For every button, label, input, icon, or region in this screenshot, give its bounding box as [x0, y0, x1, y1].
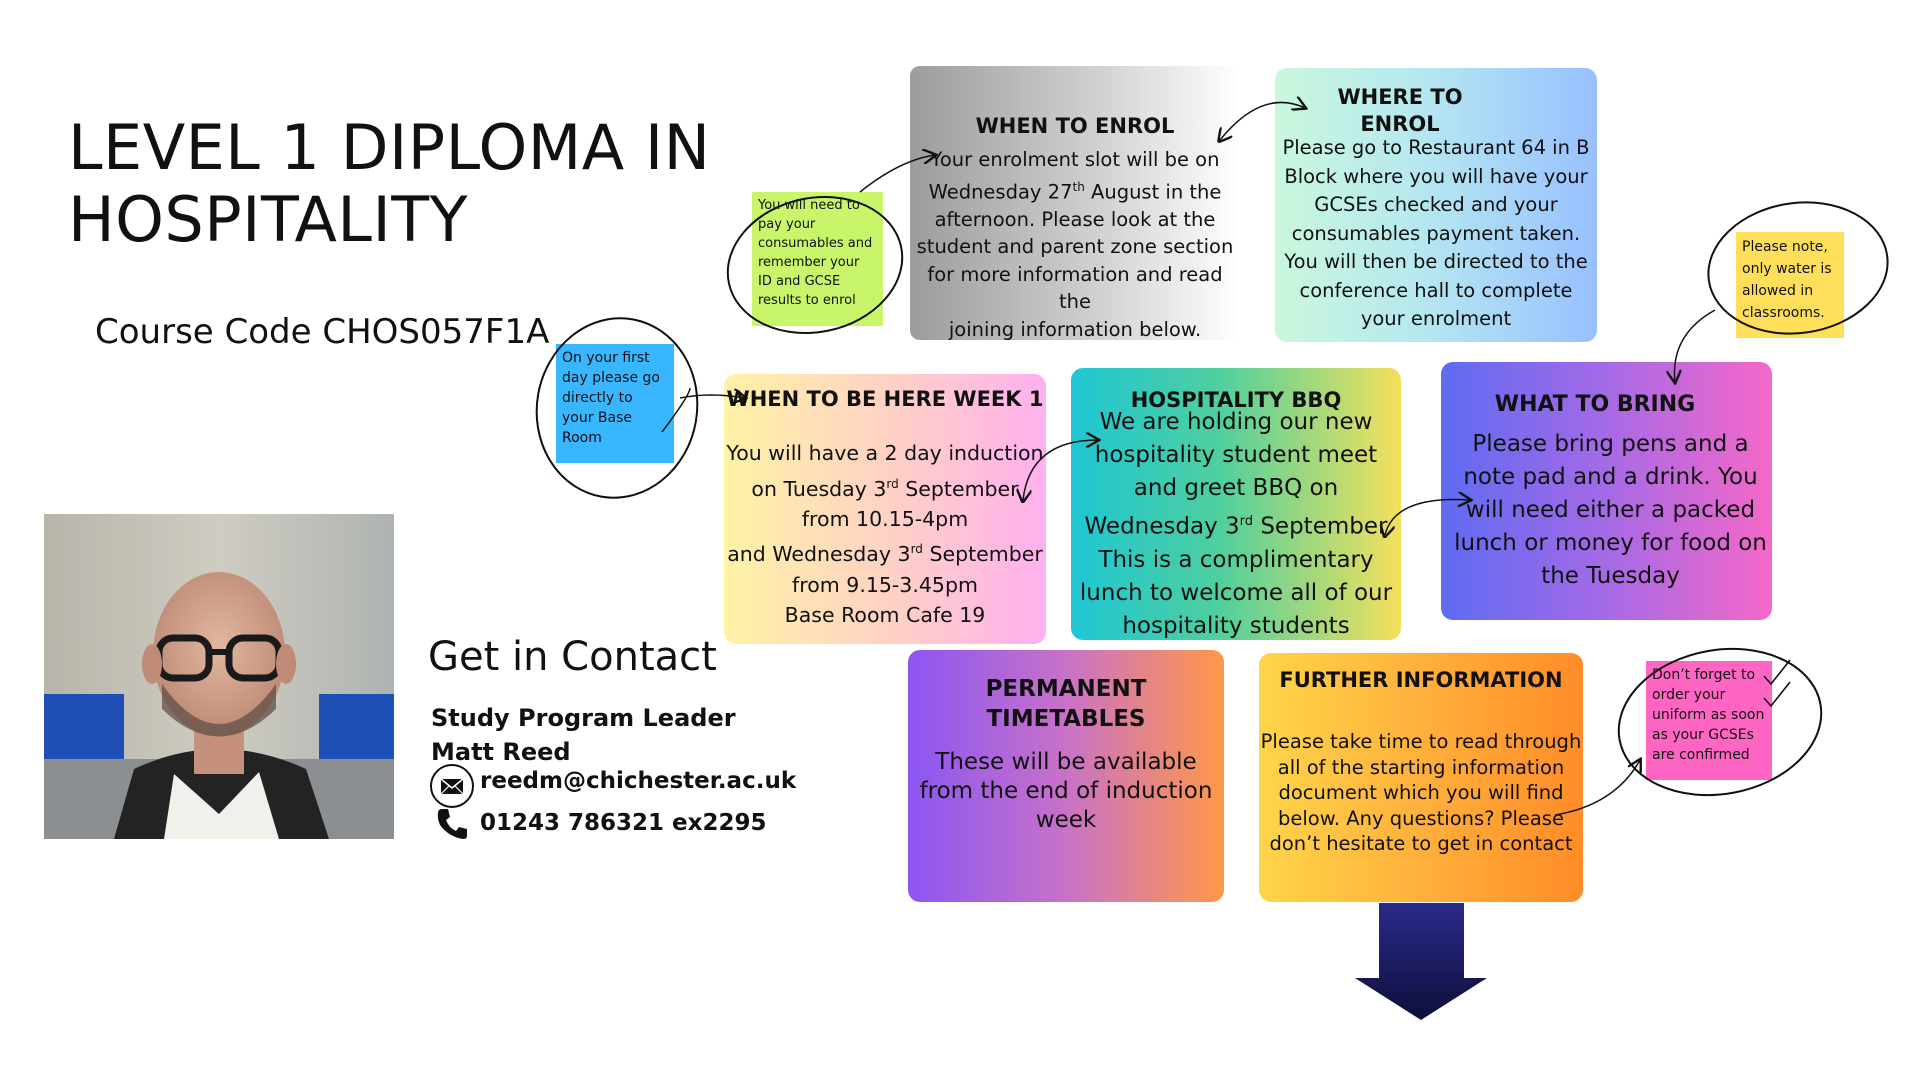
leader-photo [44, 514, 394, 839]
superscript: rd [1239, 514, 1254, 529]
body-line: You will have a 2 day induction [726, 441, 1044, 465]
sticky-note-uniform: Don’t forget to order your uniform as so… [1646, 661, 1772, 780]
body-line: student and parent zone section [916, 235, 1234, 258]
sticky-note-base-room: On your first day please go directly to … [556, 344, 674, 463]
card-title: WHAT TO BRING [1494, 392, 1696, 417]
card-body: These will be available from the end of … [919, 749, 1213, 833]
envelope-icon [430, 764, 474, 808]
body-line: on Tuesday 3 [751, 476, 887, 501]
body-line: Your enrolment slot will be on [930, 148, 1220, 171]
card-body: You will have a 2 day induction on Tuesd… [724, 438, 1046, 631]
body-line: September [1253, 513, 1388, 540]
down-arrow-icon [1355, 903, 1487, 1020]
body-line: September [922, 542, 1043, 567]
card-when-to-enrol: WHEN TO ENROL Your enrolment slot will b… [910, 66, 1240, 343]
body-line: August in the [1084, 180, 1222, 203]
body-line: afternoon. Please look at the [934, 207, 1216, 231]
card-title: HOSPITALITY BBQ [1130, 388, 1342, 412]
card-title: WHERE TO ENROL [1337, 85, 1463, 136]
card-when-to-be-here: WHEN TO BE HERE WEEK 1 You will have a 2… [724, 374, 1046, 644]
superscript: rd [910, 542, 923, 557]
body-line: September [898, 476, 1019, 501]
card-where-to-enrol: WHERE TO ENROL Please go to Restaurant 6… [1275, 68, 1597, 342]
superscript: th [1072, 179, 1085, 194]
card-body: Please bring pens and a note pad and a d… [1454, 431, 1767, 589]
card-further-information: FURTHER INFORMATION Please take time to … [1259, 653, 1583, 902]
card-what-to-bring: WHAT TO BRING Please bring pens and a no… [1441, 362, 1772, 620]
body-line: Wednesday 3 [1084, 513, 1240, 540]
body-line: for more information and read the [927, 262, 1223, 314]
body-line: from 10.15-4pm [801, 506, 969, 531]
page-title: LEVEL 1 DIPLOMA IN HOSPITALITY [68, 112, 748, 256]
course-code: Course Code CHOS057F1A [95, 312, 550, 352]
contact-role: Study Program Leader [431, 704, 736, 732]
card-hospitality-bbq: HOSPITALITY BBQ We are holding our new h… [1071, 368, 1401, 640]
body-line: hospitality students [1122, 612, 1350, 639]
contact-heading: Get in Contact [428, 634, 717, 680]
body-line: and Wednesday 3 [727, 542, 911, 567]
sticky-note-consumables: You will need to pay your consumables an… [752, 192, 883, 326]
card-body: Your enrolment slot will be on Wednesday… [914, 146, 1236, 343]
body-line: hospitality student meet [1094, 442, 1378, 468]
card-title: PERMANENT TIMETABLES [985, 676, 1147, 732]
body-line: This is a complimentary [1098, 546, 1374, 573]
body-line: Wednesday 27 [928, 180, 1073, 203]
title-line-1: LEVEL 1 DIPLOMA IN [68, 111, 711, 184]
card-permanent-timetables: PERMANENT TIMETABLES These will be avail… [908, 650, 1224, 902]
contact-name: Matt Reed [431, 738, 571, 766]
contact-phone[interactable]: 01243 786321 ex2295 [480, 810, 767, 836]
superscript: rd [886, 476, 899, 491]
card-title: WHEN TO ENROL [975, 114, 1175, 138]
body-line: joining information below. [948, 317, 1202, 341]
contact-email[interactable]: reedm@chichester.ac.uk [480, 768, 797, 794]
body-line: We are holding our new [1099, 409, 1373, 435]
body-line: Base Room Cafe 19 [784, 603, 986, 628]
card-title: FURTHER INFORMATION [1279, 668, 1563, 692]
card-body: We are holding our new hospitality stude… [1071, 406, 1401, 643]
sticky-note-water: Please note, only water is allowed in cl… [1736, 232, 1844, 338]
phone-icon [434, 806, 470, 842]
card-body: Please go to Restaurant 64 in B Block wh… [1282, 136, 1590, 330]
title-line-2: HOSPITALITY [68, 183, 468, 256]
body-line: and greet BBQ on [1133, 475, 1339, 501]
card-title: WHEN TO BE HERE WEEK 1 [726, 387, 1044, 411]
body-line: from 9.15-3.45pm [792, 572, 978, 597]
card-body: Please take time to read through all of … [1260, 730, 1582, 855]
body-line: lunch to welcome all of our [1079, 579, 1393, 606]
